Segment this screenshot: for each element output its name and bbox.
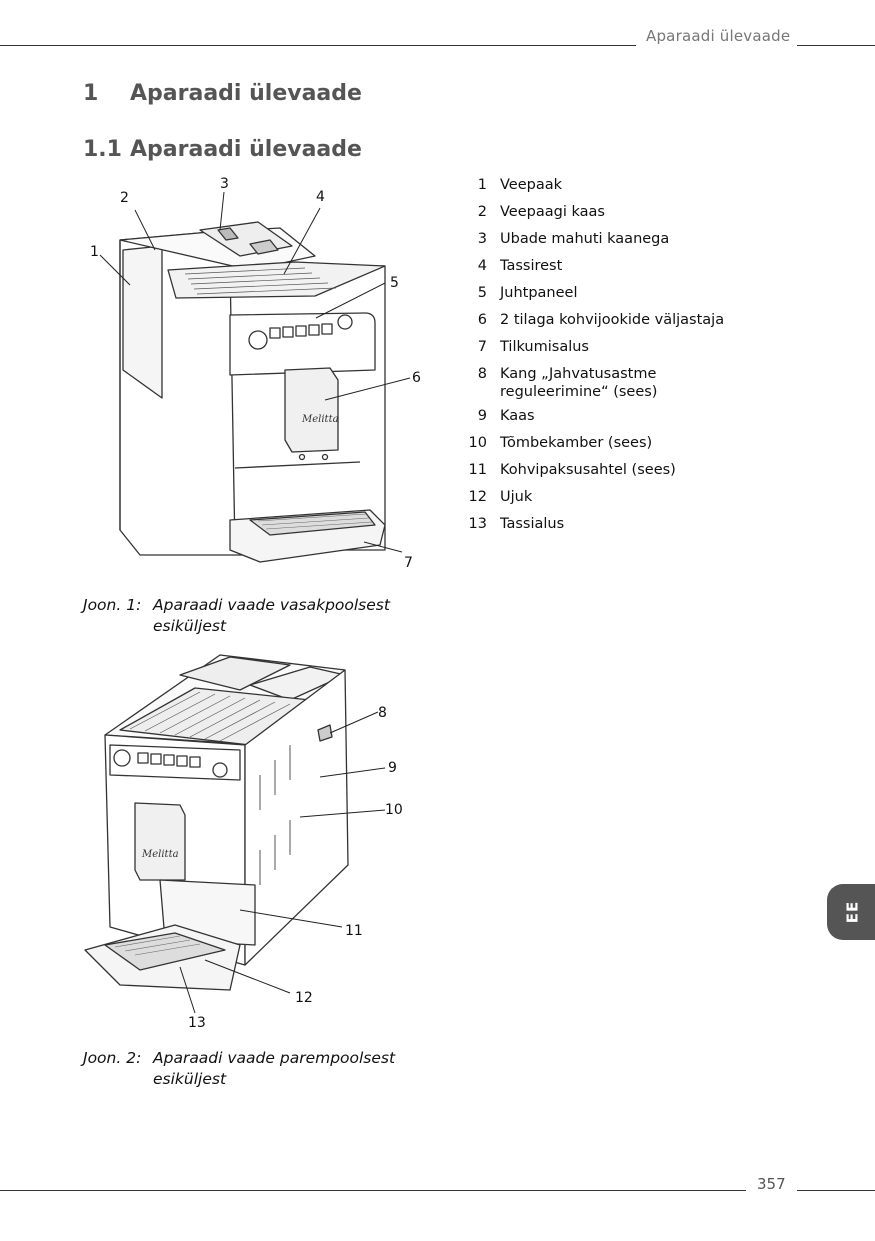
section-number: 1.1: [83, 137, 130, 162]
figure-1-label: Joon. 1:: [83, 595, 153, 616]
language-tab-label: EE: [843, 901, 861, 924]
callout-9: 9: [388, 760, 397, 776]
chapter-title: Aparaadi ülevaade: [130, 81, 362, 106]
figure-1-text: Aparaadi vaade vasakpoolsest esiküljest: [153, 595, 433, 637]
callout-2: 2: [120, 190, 129, 206]
callout-11: 11: [345, 923, 363, 939]
callout-7: 7: [404, 555, 413, 571]
running-title: Aparaadi ülevaade: [646, 27, 790, 45]
callout-6: 6: [412, 370, 421, 386]
header-rule-right: [797, 45, 875, 46]
section-title: Aparaadi ülevaade: [130, 137, 362, 162]
figure-2-label: Joon. 2:: [83, 1048, 153, 1069]
figure-1-machine-front-left: Melitta 1 2 3 4 5 6 7: [80, 170, 440, 580]
figure-2-machine-front-right: Melitta 8 9 10 11 12 13: [80, 645, 420, 1035]
brand-logo-2: Melitta: [141, 849, 179, 860]
callout-4: 4: [316, 189, 325, 205]
callout-13: 13: [188, 1015, 206, 1031]
brand-logo: Melitta: [301, 414, 339, 425]
callout-8: 8: [378, 705, 387, 721]
page-number: 357: [757, 1175, 786, 1193]
callout-10: 10: [385, 802, 403, 818]
footer-rule-right: [797, 1190, 875, 1191]
callout-3: 3: [220, 176, 229, 192]
callout-12: 12: [295, 990, 313, 1006]
figure-2-text: Aparaadi vaade parempoolsest esiküljest: [153, 1048, 433, 1090]
callout-1: 1: [90, 244, 99, 260]
header-rule-left: [0, 45, 636, 46]
footer-rule-left: [0, 1190, 746, 1191]
language-tab: EE: [827, 884, 875, 940]
chapter-number: 1: [83, 81, 130, 106]
callout-5: 5: [390, 275, 399, 291]
